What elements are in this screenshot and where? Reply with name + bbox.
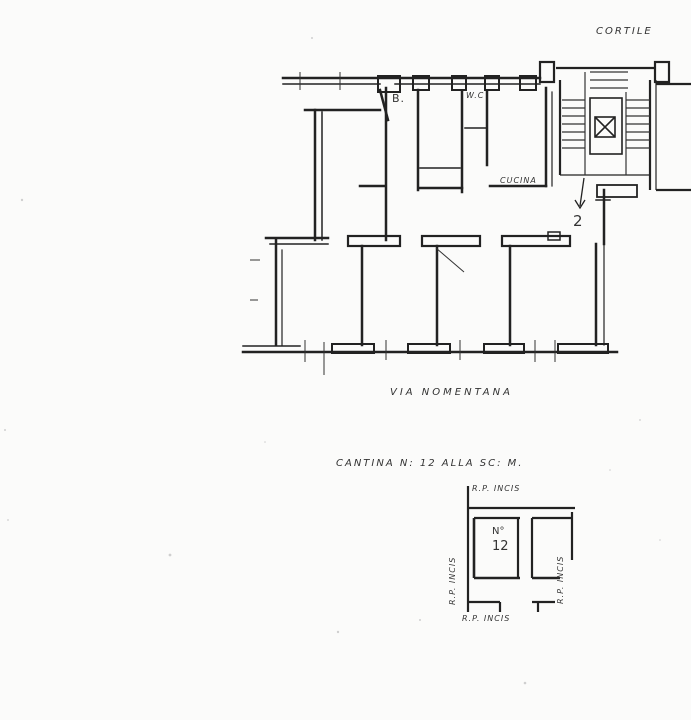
cellar-border-top-label: R.P. INCIS <box>472 484 521 493</box>
floor-number: 2 <box>573 212 583 230</box>
wc-label: W.C <box>466 91 485 100</box>
bath-label: B. <box>392 92 406 105</box>
elevator-shaft <box>589 97 623 155</box>
street-label: VIA NOMENTANA <box>390 387 513 398</box>
cellar-unit-number: 12 <box>492 539 509 554</box>
stair-steps <box>562 71 650 175</box>
cellar-border-left-label: R.P. INCIS <box>448 556 457 605</box>
courtyard-label: CORTILE <box>596 26 653 37</box>
stairwell <box>538 60 691 198</box>
stair-arrow <box>574 177 586 210</box>
cellar-unit-label: N° <box>492 526 505 537</box>
dimension-ticks <box>250 72 556 375</box>
scan-noise <box>4 37 661 685</box>
cellar-border-bottom-label: R.P. INCIS <box>462 614 511 623</box>
cellar-plan <box>466 486 575 612</box>
cellar-title: CANTINA N: 12 ALLA SC: M. <box>336 458 524 469</box>
kitchen-label: CUCINA <box>500 176 537 185</box>
cellar-border-right-label: R.P. INCIS <box>556 555 565 604</box>
